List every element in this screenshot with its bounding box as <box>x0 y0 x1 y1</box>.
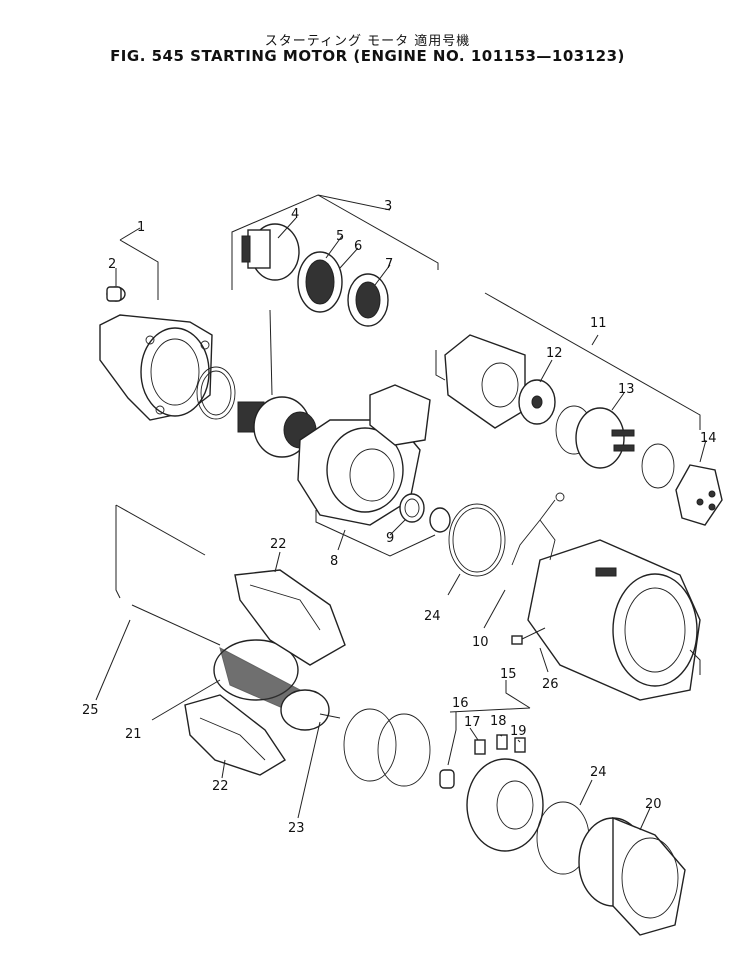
callout-23: 23 <box>288 821 305 836</box>
o-ring-small <box>196 366 236 420</box>
callout-15: 15 <box>500 667 517 682</box>
callout-25: 25 <box>82 703 99 718</box>
bushing <box>106 286 126 302</box>
callout-12: 12 <box>546 346 563 361</box>
callout-4: 4 <box>291 207 299 222</box>
callout-14: 14 <box>700 431 717 446</box>
callout-9: 9 <box>386 531 394 546</box>
switch-cap <box>555 405 635 469</box>
o-rings-armature <box>343 708 431 787</box>
pinion-assembly-upper <box>241 223 389 327</box>
callout-8: 8 <box>330 554 338 569</box>
callout-22-upper: 22 <box>270 537 287 552</box>
figure-title-japanese: スターティング モータ 適用号機 <box>264 34 471 49</box>
rear-cover <box>578 816 686 936</box>
part-number-labels: 1 2 3 4 5 6 7 8 9 10 11 12 13 14 15 16 1… <box>82 199 717 836</box>
magnetic-switch-body <box>444 334 526 429</box>
callout-10: 10 <box>472 635 489 650</box>
callout-17: 17 <box>464 715 481 730</box>
callout-1: 1 <box>137 220 145 235</box>
callout-13: 13 <box>618 382 635 397</box>
field-coil-lower <box>184 694 286 776</box>
shift-lever <box>511 492 565 566</box>
callout-3: 3 <box>384 199 392 214</box>
callout-21: 21 <box>125 727 142 742</box>
brush-holder <box>439 734 544 852</box>
drive-housing <box>99 314 213 421</box>
field-coil-upper <box>234 569 346 666</box>
callout-19: 19 <box>510 724 527 739</box>
screw <box>511 627 546 645</box>
callout-24-lower: 24 <box>590 765 607 780</box>
callout-2: 2 <box>108 257 116 272</box>
o-ring-center <box>448 503 506 577</box>
leader-lines <box>95 194 707 831</box>
pinion-gear-lower <box>237 396 317 458</box>
callout-22-lower: 22 <box>212 779 229 794</box>
callout-26: 26 <box>542 677 559 692</box>
callout-5: 5 <box>336 229 344 244</box>
callout-24-upper: 24 <box>424 609 441 624</box>
switch-cover <box>641 443 723 526</box>
armature <box>131 604 341 731</box>
field-frame <box>527 539 701 701</box>
callout-20: 20 <box>645 797 662 812</box>
callout-11: 11 <box>590 316 607 331</box>
callout-18: 18 <box>490 714 507 729</box>
callout-6: 6 <box>354 239 362 254</box>
bushing-set <box>399 493 451 533</box>
figure-title: FIG. 545 STARTING MOTOR (ENGINE NO. 1011… <box>110 47 625 65</box>
plunger-disc <box>518 379 556 425</box>
callout-16: 16 <box>452 696 469 711</box>
callout-7: 7 <box>385 257 393 272</box>
